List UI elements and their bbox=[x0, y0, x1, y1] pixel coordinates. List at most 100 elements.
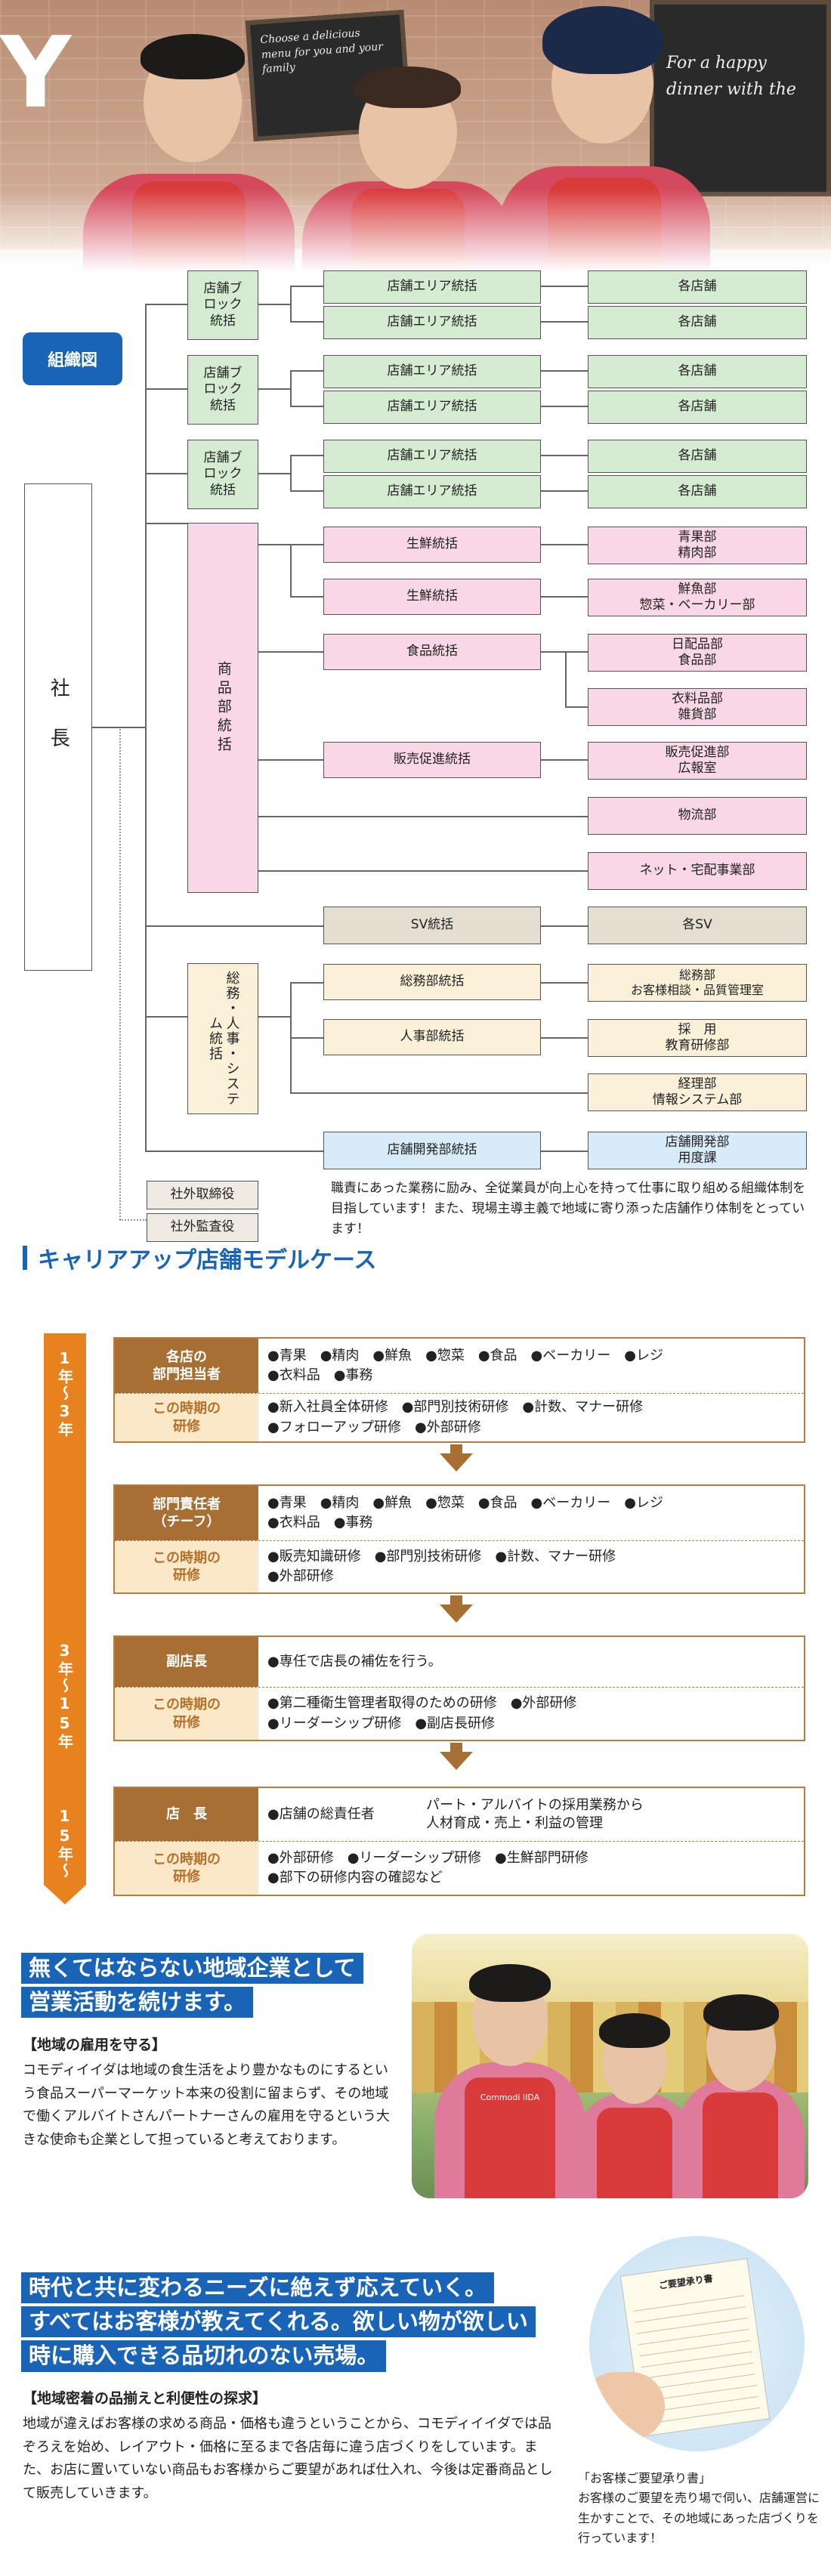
section1-body: コモディイイダは地域の食生活をより豊かなものにするという食品スーパーマーケット本… bbox=[23, 2062, 390, 2148]
duty-text: ●青果 ●精肉 ●鮮魚 ●惣菜 ●食品 ●ベーカリー ●レジ ●衣料品 ●事務 bbox=[267, 1339, 796, 1393]
training-label-text: この時期の 研修 bbox=[153, 1697, 221, 1731]
sv-label: 各SV bbox=[682, 917, 712, 933]
area-box: 店舗エリア統括 bbox=[323, 475, 541, 508]
connector-line bbox=[541, 286, 588, 287]
connector-line bbox=[541, 455, 588, 456]
area-label: 店舗エリア統括 bbox=[387, 399, 477, 415]
connector-line bbox=[145, 304, 187, 305]
dept-box: 青果部 精肉部 bbox=[588, 527, 807, 564]
org-chart-tag: 組織図 bbox=[23, 332, 122, 385]
merch-division-label: 商品部統括 bbox=[215, 660, 232, 755]
duty-text: ●青果 ●精肉 ●鮮魚 ●惣菜 ●食品 ●ベーカリー ●レジ ●衣料品 ●事務 bbox=[267, 1486, 796, 1540]
down-arrow-head bbox=[440, 1605, 473, 1623]
store-block-2-label: 店舗ブロック統括 bbox=[203, 366, 243, 413]
training-text: ●販売知識研修 ●部門別技術研修 ●計数、マナー研修 ●外部研修 bbox=[267, 1541, 796, 1592]
training-label: この時期の 研修 bbox=[115, 1842, 258, 1895]
role-label: 副店長 bbox=[115, 1637, 258, 1687]
net-delivery-box: ネット・宅配事業部 bbox=[588, 852, 807, 890]
section2-subheading: 【地域密着の品揃えと利便性の探求】 bbox=[23, 2390, 267, 2407]
staff-hair-a bbox=[469, 1964, 551, 2002]
hand bbox=[589, 2372, 665, 2440]
connector-line bbox=[541, 651, 588, 653]
training-text: ●外部研修 ●リーダーシップ研修 ●生鮮部門研修 ●部下の研修内容の確認など bbox=[267, 1842, 796, 1895]
store-label: 各店舗 bbox=[678, 448, 717, 464]
dept-label: 日配品部 食品部 bbox=[672, 636, 723, 668]
connector-line bbox=[145, 473, 187, 474]
fresh-control-2: 生鮮統括 bbox=[323, 579, 541, 615]
dept-label: 経理部 情報システム部 bbox=[652, 1076, 743, 1107]
headline-line: 時に購入できる品切れのない売場。 bbox=[21, 2340, 387, 2372]
down-arrow bbox=[450, 1743, 462, 1753]
headline-line: すべてはお客様が教えてくれる。欲しい物が欲しい bbox=[21, 2306, 536, 2338]
dept-label: 衣料品部 雑貨部 bbox=[672, 690, 723, 722]
connector-line bbox=[145, 388, 187, 390]
area-box: 店舗エリア統括 bbox=[323, 270, 541, 304]
role-text: 各店の 部門担当者 bbox=[153, 1348, 221, 1382]
section2-body: 地域が違えばお客様の求める商品・価格も違うということから、コモディイイダでは品ぞ… bbox=[23, 2416, 553, 2501]
logistics-box: 物流部 bbox=[588, 797, 807, 835]
store-dev-control: 店舗開発部統括 bbox=[323, 1132, 541, 1169]
org-description: 職責にあった業務に励み、全従業員が向上心を持って仕事に取り組める組織体制を目指し… bbox=[331, 1181, 806, 1237]
outside-director-label: 社外取締役 bbox=[170, 1187, 235, 1203]
staff-hair-1 bbox=[141, 34, 245, 79]
org-chart-tag-text: 組織図 bbox=[47, 351, 97, 370]
connector-line bbox=[145, 1016, 187, 1018]
connector-line bbox=[258, 1016, 290, 1018]
staff-hair-3 bbox=[542, 6, 663, 74]
connector-line bbox=[258, 651, 323, 653]
duty-content: ●専任で店長の補佐を行う。 bbox=[267, 1653, 442, 1669]
duty-text: ●専任で店長の補佐を行う。 bbox=[267, 1637, 796, 1687]
connector-line bbox=[290, 406, 323, 407]
sv-box: 各SV bbox=[588, 907, 807, 944]
training-label: この時期の 研修 bbox=[115, 1541, 258, 1592]
dept-box: 衣料品部 雑貨部 bbox=[588, 688, 807, 726]
staff-hair-b bbox=[599, 2013, 670, 2048]
connector-line bbox=[541, 490, 588, 492]
role-text: 部門責任者 （チーフ） bbox=[153, 1496, 221, 1530]
connector-line bbox=[145, 1151, 323, 1152]
staff-hair-c bbox=[703, 1994, 779, 2031]
area-box: 店舗エリア統括 bbox=[323, 440, 541, 473]
fresh-control-2-label: 生鮮統括 bbox=[406, 588, 458, 604]
dept-box: 販売促進部 広報室 bbox=[588, 742, 807, 780]
dotted-connector bbox=[119, 1219, 147, 1221]
store-label: 各店舗 bbox=[678, 363, 717, 379]
blackboard-left-text: Choose a delicious menu for you and your… bbox=[259, 26, 384, 76]
duty-content: ●青果 ●精肉 ●鮮魚 ●惣菜 ●食品 ●ベーカリー ●レジ ●衣料品 ●事務 bbox=[267, 1347, 663, 1383]
training-content: ●新入社員全体研修 ●部門別技術研修 ●計数、マナー研修 ●フォローアップ研修 … bbox=[267, 1399, 644, 1435]
section2-headline: 時代と共に変わるニーズに絶えず応えていく。 すべてはお客様が教えてくれる。欲しい… bbox=[21, 2272, 580, 2372]
training-label-text: この時期の 研修 bbox=[153, 1401, 221, 1435]
duty-content: ●青果 ●精肉 ●鮮魚 ●惣菜 ●食品 ●ベーカリー ●レジ ●衣料品 ●事務 bbox=[267, 1494, 663, 1530]
admin-division-label: 総務・人事・システム統括 bbox=[207, 971, 240, 1107]
connector-line bbox=[541, 925, 588, 927]
connector-line bbox=[290, 490, 323, 492]
store-box: 各店舗 bbox=[588, 355, 807, 388]
fresh-control-1-label: 生鮮統括 bbox=[406, 536, 458, 552]
net-delivery-label: ネット・宅配事業部 bbox=[639, 863, 755, 879]
connector-line bbox=[290, 286, 292, 322]
dept-box: 経理部 情報システム部 bbox=[588, 1073, 807, 1111]
section1-headline: 無くてはならない地域企業として 営業活動を続けます。 bbox=[21, 1953, 414, 2018]
outside-auditor-label: 社外監査役 bbox=[170, 1219, 235, 1235]
year-text: 1年〜3年 bbox=[55, 1349, 74, 1438]
training-text: ●第二種衛生管理者取得のための研修 ●外部研修 ●リーダーシップ研修 ●副店長研… bbox=[267, 1688, 796, 1740]
role-text: 副店長 bbox=[166, 1654, 207, 1670]
connector-line bbox=[290, 455, 292, 491]
store-block-3: 店舗ブロック統括 bbox=[187, 440, 258, 509]
area-label: 店舗エリア統括 bbox=[387, 314, 477, 330]
connector-line bbox=[290, 982, 323, 984]
dept-label: 採 用 教育研修部 bbox=[665, 1021, 730, 1053]
career-stage-card: 部門責任者 （チーフ） ●青果 ●精肉 ●鮮魚 ●惣菜 ●食品 ●ベーカリー ●… bbox=[113, 1484, 805, 1594]
year-text: 15年〜 bbox=[55, 1807, 74, 1879]
grocery-control: 食品統括 bbox=[323, 634, 541, 670]
area-label: 店舗エリア統括 bbox=[387, 448, 477, 464]
sv-control-box: SV統括 bbox=[323, 907, 541, 944]
sales-promo-control: 販売促進統括 bbox=[323, 742, 541, 778]
store-box: 各店舗 bbox=[588, 391, 807, 424]
hero-photo: Choose a delicious menu for you and your… bbox=[0, 0, 831, 272]
dept-box: 日配品部 食品部 bbox=[588, 634, 807, 672]
store-label: 各店舗 bbox=[678, 279, 717, 295]
headline-line: 時代と共に変わるニーズに絶えず応えていく。 bbox=[21, 2272, 495, 2304]
connector-line bbox=[541, 544, 588, 545]
dept-box: 総務部 お客様相談・品質管理室 bbox=[588, 964, 807, 1002]
